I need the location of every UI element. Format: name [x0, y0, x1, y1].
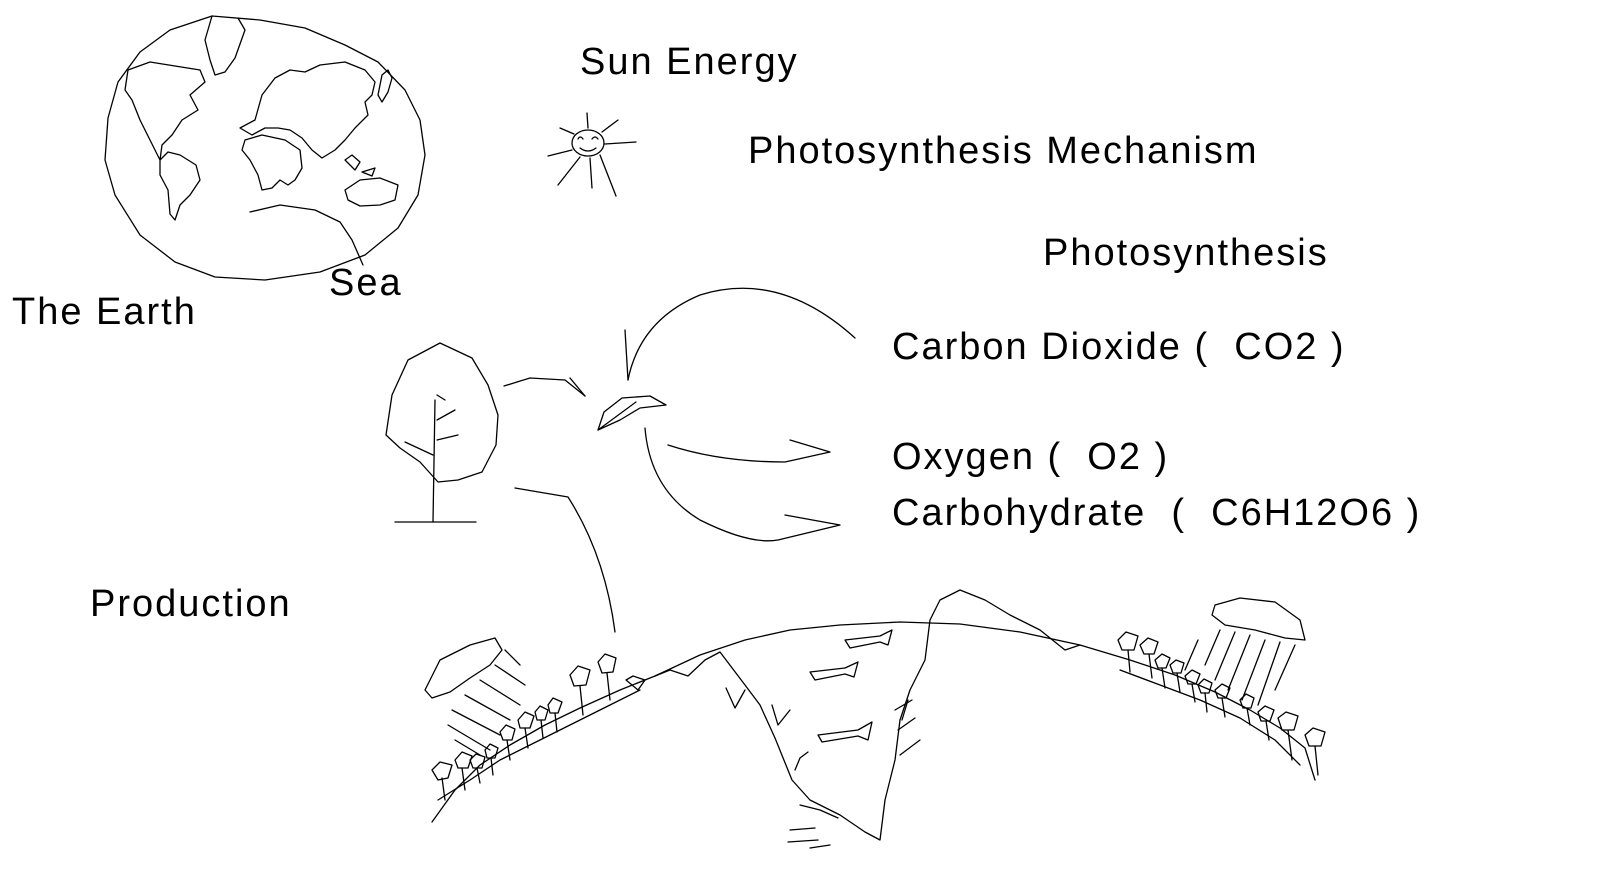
photosynthesis-label: Photosynthesis	[1043, 234, 1329, 272]
sun-energy-label: Sun Energy	[580, 43, 799, 81]
co2-label: Carbon Dioxide ( CO2 )	[892, 328, 1346, 366]
production-label: Production	[90, 585, 292, 623]
cycle-arrows	[504, 288, 855, 632]
earth-label: The Earth	[12, 293, 197, 331]
rain-icon	[448, 650, 525, 755]
leaf-icon	[598, 396, 666, 430]
small-trees-left	[432, 654, 645, 800]
fish-icon	[810, 630, 892, 742]
o2-label: Oxygen ( O2 )	[892, 438, 1169, 476]
small-trees-right	[1118, 632, 1325, 775]
cloud-icon-right	[1212, 598, 1305, 640]
earth-surface-icon	[432, 590, 1315, 848]
seaweed-icon	[726, 688, 808, 770]
rain-icon-right	[1185, 630, 1295, 705]
tree-icon	[386, 343, 498, 522]
mechanism-title: Photosynthesis Mechanism	[748, 132, 1259, 170]
sea-label: Sea	[329, 264, 403, 302]
sun-icon	[548, 113, 636, 196]
globe-icon	[105, 16, 425, 280]
carbohydrate-label: Carbohydrate ( C6H12O6 )	[892, 494, 1421, 532]
cloud-icon	[425, 638, 502, 698]
